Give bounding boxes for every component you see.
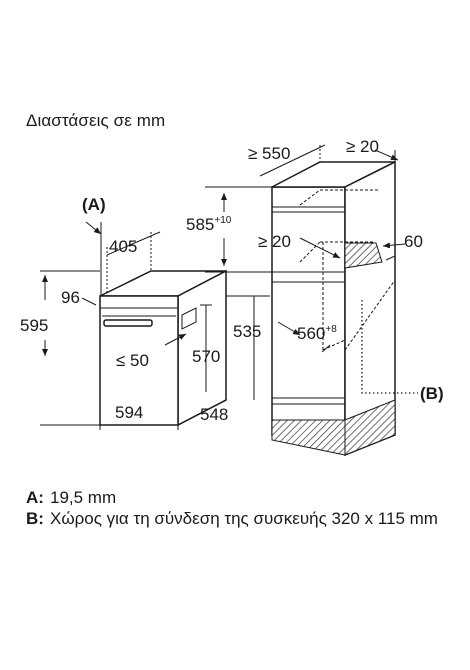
page-title: Διαστάσεις σε mm [26,111,166,130]
dim-le-50: ≤ 50 [116,351,149,370]
dim-560-value: 560 [297,324,325,343]
dim-96: 96 [61,288,80,307]
legend-text-b: Χώρος για τη σύνδεση της συσκευής 320 x … [50,509,438,528]
cabinet-figure [271,160,396,457]
vent-slot [344,242,383,269]
dim-585-tolerance: +10 [214,215,231,226]
oven-figure [99,269,227,427]
dim-560-tolerance: +8 [325,324,337,335]
dim-595: 595 [20,316,48,335]
legend-key-b: B: [26,509,44,528]
dim-ge-550: ≥ 550 [248,144,290,163]
dim-585: 585+10 [186,215,232,234]
legend: A: 19,5 mm B: Χώρος για τη σύνδεση της σ… [26,487,466,529]
dim-ge-20-top: ≥ 20 [346,137,379,156]
legend-item-a: A: 19,5 mm [26,487,466,508]
legend-item-b: B: Χώρος για τη σύνδεση της συσκευής 320… [26,508,466,529]
dim-560: 560+8 [297,324,337,343]
dim-535: 535 [233,322,261,341]
label-b: (B) [420,384,444,403]
cabinet-dimension-lines [205,144,418,394]
dim-ge-20-shelf: ≥ 20 [258,232,291,251]
oven-front [99,295,179,426]
dim-594: 594 [115,403,143,422]
dim-405: 405 [109,237,137,256]
legend-text-a: 19,5 mm [50,488,117,507]
dim-548: 548 [200,405,228,424]
dim-570: 570 [192,347,220,366]
cabinet-plinth [271,419,346,456]
dim-60: 60 [404,232,423,251]
oven-dimension-lines [40,221,270,430]
dim-585-value: 585 [186,215,214,234]
legend-key-a: A: [26,488,44,507]
label-a: (A) [82,195,106,214]
oven-handle [103,319,153,327]
